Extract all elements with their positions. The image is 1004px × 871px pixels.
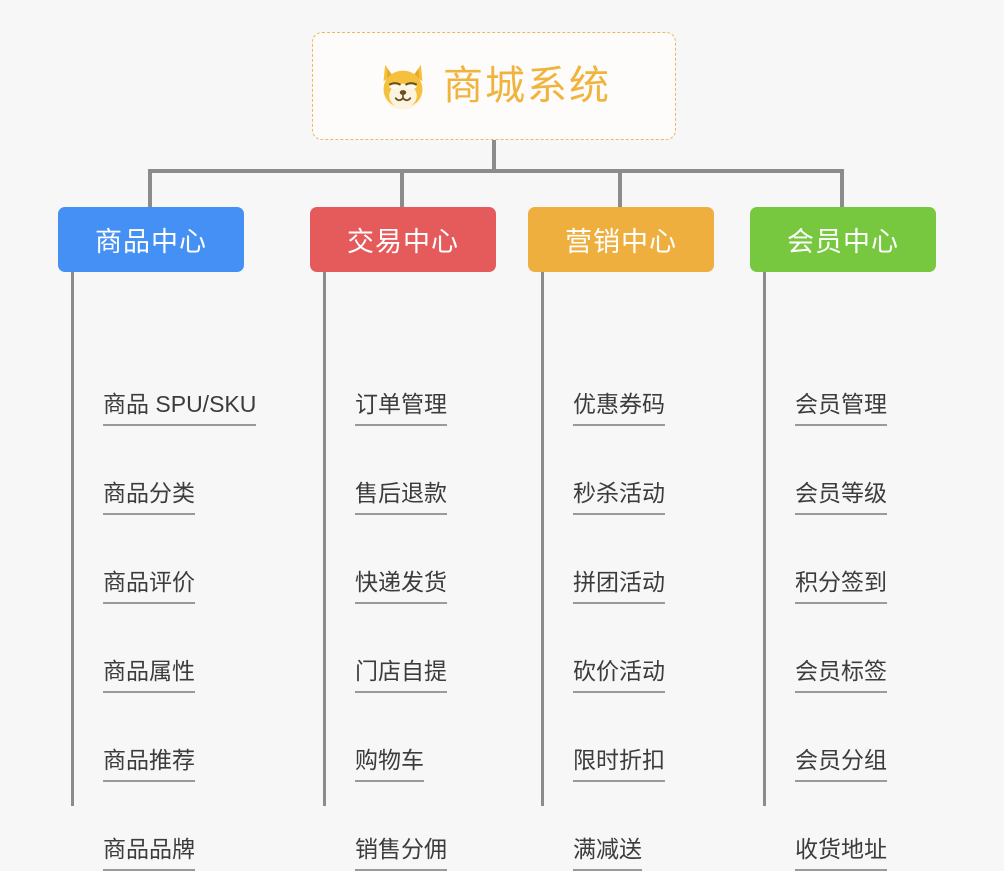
leaf-item[interactable]: 满减送	[528, 782, 714, 871]
leaf-label: 订单管理	[355, 391, 447, 426]
leaf-list-2: 订单管理 售后退款 快递发货 门店自提 购物车 销售分佣	[310, 272, 496, 871]
branch-rail-4	[763, 272, 766, 806]
connector-drop-4	[840, 169, 844, 209]
leaf-item[interactable]: 会员标签	[750, 604, 936, 693]
category-header-4[interactable]: 会员中心	[750, 207, 936, 272]
connector-drop-2	[400, 169, 404, 209]
branch-column-2: 交易中心 订单管理 售后退款 快递发货 门店自提 购物车 销售分佣	[310, 207, 496, 871]
branch-rail-3	[541, 272, 544, 806]
root-node[interactable]: 商城系统	[312, 32, 676, 140]
leaf-item[interactable]: 砍价活动	[528, 604, 714, 693]
leaf-item[interactable]: 购物车	[310, 693, 496, 782]
category-title-1: 商品中心	[95, 227, 207, 257]
category-title-4: 会员中心	[787, 227, 899, 257]
branch-column-4: 会员中心 会员管理 会员等级 积分签到 会员标签 会员分组 收货地址	[750, 207, 936, 871]
leaf-item[interactable]: 秒杀活动	[528, 426, 714, 515]
leaf-label: 快递发货	[355, 569, 447, 604]
leaf-list-1: 商品 SPU/SKU 商品分类 商品评价 商品属性 商品推荐 商品品牌	[58, 272, 257, 871]
leaf-label: 商品属性	[103, 658, 195, 693]
category-header-2[interactable]: 交易中心	[310, 207, 496, 272]
root-title: 商城系统	[443, 64, 611, 108]
leaf-item[interactable]: 订单管理	[310, 337, 496, 426]
connector-drop-1	[148, 169, 152, 209]
leaf-label: 会员等级	[795, 480, 887, 515]
leaf-item[interactable]: 门店自提	[310, 604, 496, 693]
connector-root-stem	[492, 140, 496, 172]
leaf-label: 满减送	[573, 836, 642, 871]
leaf-label: 秒杀活动	[573, 480, 665, 515]
category-title-3: 营销中心	[565, 227, 677, 257]
leaf-label: 门店自提	[355, 658, 447, 693]
leaf-label: 限时折扣	[573, 747, 665, 782]
leaf-label: 商品 SPU/SKU	[103, 391, 257, 426]
category-title-2: 交易中心	[347, 227, 459, 257]
leaf-item[interactable]: 商品 SPU/SKU	[58, 337, 257, 426]
leaf-item[interactable]: 商品评价	[58, 515, 244, 604]
shiba-dog-icon	[383, 64, 423, 110]
leaf-label: 积分签到	[795, 569, 887, 604]
leaf-label: 商品分类	[103, 480, 195, 515]
branch-rail-2	[323, 272, 326, 806]
connector-drop-3	[618, 169, 622, 209]
leaf-item[interactable]: 销售分佣	[310, 782, 496, 871]
leaf-item[interactable]: 商品分类	[58, 426, 244, 515]
leaf-item[interactable]: 快递发货	[310, 515, 496, 604]
leaf-label: 拼团活动	[573, 569, 665, 604]
leaf-label: 收货地址	[795, 836, 887, 871]
leaf-item[interactable]: 会员分组	[750, 693, 936, 782]
leaf-item[interactable]: 会员等级	[750, 426, 936, 515]
leaf-label: 会员分组	[795, 747, 887, 782]
leaf-label: 砍价活动	[573, 658, 665, 693]
leaf-label: 会员标签	[795, 658, 887, 693]
leaf-item[interactable]: 拼团活动	[528, 515, 714, 604]
leaf-item[interactable]: 优惠券码	[528, 337, 714, 426]
leaf-item[interactable]: 收货地址	[750, 782, 936, 871]
category-header-1[interactable]: 商品中心	[58, 207, 244, 272]
leaf-label: 购物车	[355, 747, 424, 782]
leaf-label: 会员管理	[795, 391, 887, 426]
leaf-label: 商品评价	[103, 569, 195, 604]
leaf-list-3: 优惠券码 秒杀活动 拼团活动 砍价活动 限时折扣 满减送	[528, 272, 714, 871]
leaf-item[interactable]: 商品推荐	[58, 693, 244, 782]
leaf-item[interactable]: 限时折扣	[528, 693, 714, 782]
connector-horizontal-bus	[148, 169, 844, 173]
branch-column-1: 商品中心 商品 SPU/SKU 商品分类 商品评价 商品属性 商品推荐 商品品牌	[58, 207, 257, 871]
mindmap-canvas: 商城系统 商品中心 商品 SPU/SKU 商品分类 商品评价 商品属性 商品推荐…	[58, 32, 936, 871]
leaf-label: 售后退款	[355, 480, 447, 515]
category-header-3[interactable]: 营销中心	[528, 207, 714, 272]
branch-column-3: 营销中心 优惠券码 秒杀活动 拼团活动 砍价活动 限时折扣 满减送	[528, 207, 714, 871]
leaf-item[interactable]: 积分签到	[750, 515, 936, 604]
branch-rail-1	[71, 272, 74, 806]
leaf-label: 销售分佣	[355, 836, 447, 871]
leaf-label: 商品品牌	[103, 836, 195, 871]
leaf-item[interactable]: 商品属性	[58, 604, 244, 693]
leaf-item[interactable]: 会员管理	[750, 337, 936, 426]
leaf-item[interactable]: 商品品牌	[58, 782, 244, 871]
leaf-list-4: 会员管理 会员等级 积分签到 会员标签 会员分组 收货地址	[750, 272, 936, 871]
leaf-label: 优惠券码	[573, 391, 665, 426]
leaf-label: 商品推荐	[103, 747, 195, 782]
leaf-item[interactable]: 售后退款	[310, 426, 496, 515]
